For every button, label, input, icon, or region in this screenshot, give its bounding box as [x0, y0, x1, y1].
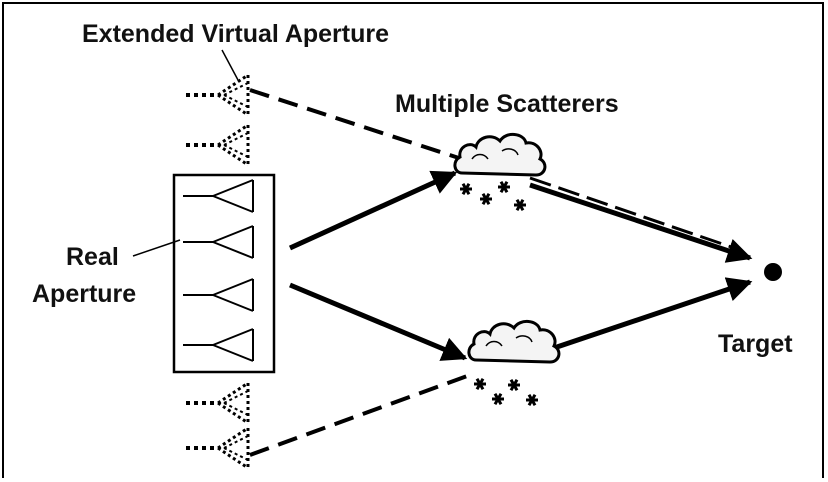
scatterer-star-icon	[490, 392, 506, 406]
scatterer-star-icon	[478, 192, 494, 206]
virtual-path-upper-to-target	[529, 176, 741, 252]
virtual-antenna-4-icon	[184, 426, 250, 470]
arrow-upper-scatterer-to-target	[529, 182, 753, 263]
real-antenna-1-icon	[182, 179, 254, 213]
virtual-antenna-2-icon	[184, 123, 250, 167]
real-antenna-2-icon	[182, 225, 254, 259]
arrow-aperture-to-lower-scatterer	[289, 282, 468, 361]
scatterer-star-icon	[506, 378, 522, 392]
target-label: Target	[718, 330, 793, 358]
scatterer-star-icon	[524, 393, 540, 407]
virtual-antenna-3-icon	[184, 381, 250, 425]
scatterer-star-icon	[512, 198, 528, 212]
upper-scatterer-cloud-icon	[453, 132, 547, 177]
real-label-line2: Aperture	[32, 280, 136, 308]
real-antenna-3-icon	[182, 278, 254, 312]
scatterers-label: Multiple Scatterers	[395, 90, 619, 118]
virtual-aperture-pointer	[221, 49, 239, 81]
real-label-line1: Real	[66, 243, 119, 271]
virtual-aperture-label: Extended Virtual Aperture	[82, 20, 389, 48]
arrow-lower-scatterer-to-target	[547, 277, 753, 353]
scatterer-star-icon	[472, 377, 488, 391]
lower-scatterer-cloud-icon	[467, 319, 561, 364]
arrow-aperture-to-upper-scatterer	[288, 170, 458, 251]
virtual-antenna-1-icon	[184, 73, 250, 117]
virtual-path-upper	[249, 88, 466, 162]
scatterer-star-icon	[496, 180, 512, 194]
real-aperture-box	[172, 173, 276, 374]
real-antenna-4-icon	[182, 328, 254, 362]
real-aperture-pointer	[132, 239, 181, 257]
target-dot-icon	[764, 263, 782, 281]
scatterer-star-icon	[458, 182, 474, 196]
virtual-path-lower	[249, 373, 471, 457]
